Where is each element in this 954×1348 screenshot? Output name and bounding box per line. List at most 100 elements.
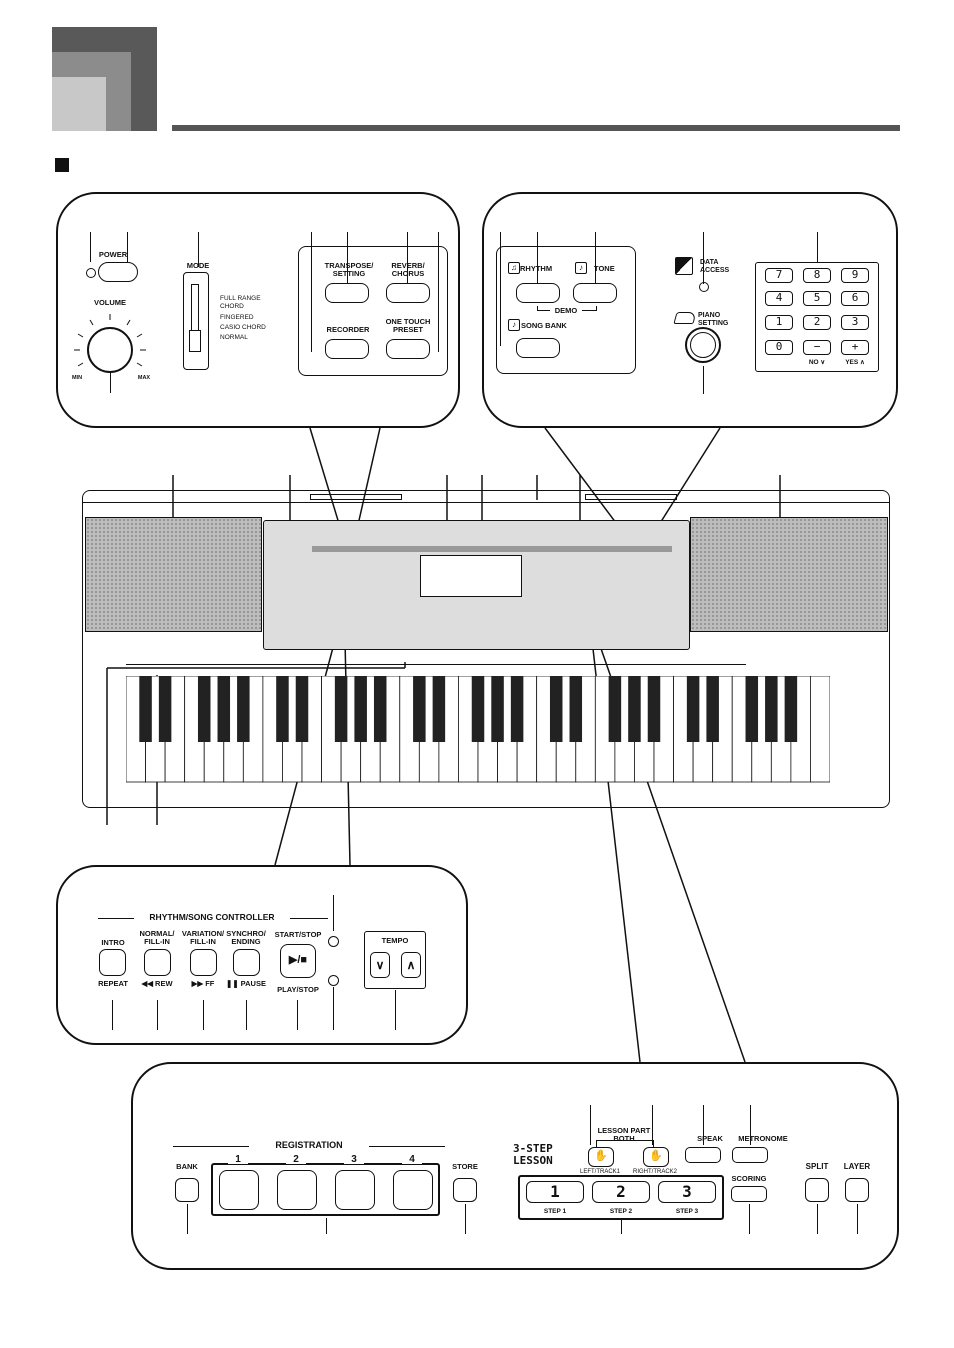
scoring-button[interactable] bbox=[731, 1186, 767, 1202]
keypad-key-minus[interactable]: − bbox=[803, 340, 831, 355]
volume-knob[interactable] bbox=[70, 308, 150, 380]
registration-box bbox=[211, 1163, 440, 1216]
tone-icon: ♪ bbox=[575, 262, 587, 274]
layer-button[interactable] bbox=[845, 1178, 869, 1202]
intro-button[interactable] bbox=[99, 949, 126, 976]
black-key bbox=[432, 676, 446, 742]
repeat-label: REPEAT bbox=[98, 979, 128, 988]
recorder-button[interactable] bbox=[325, 339, 369, 359]
piano-setting-button[interactable] bbox=[685, 327, 721, 363]
top-left-panel bbox=[56, 192, 460, 428]
play-stop-label: PLAY/STOP bbox=[277, 985, 319, 994]
metronome-label: METRONOME bbox=[738, 1134, 788, 1143]
power-button[interactable] bbox=[98, 262, 138, 282]
recorder-label: RECORDER bbox=[326, 325, 370, 334]
step-3-button[interactable]: 3 bbox=[658, 1181, 716, 1203]
start-stop-button[interactable]: ▶/■ bbox=[280, 944, 316, 978]
registration-lesson-panel bbox=[131, 1062, 899, 1270]
registration-button-1[interactable] bbox=[219, 1170, 259, 1210]
tempo-down-button[interactable]: ∨ bbox=[370, 952, 390, 978]
rhythm-led-2 bbox=[328, 975, 339, 986]
rhythm-led-1 bbox=[328, 936, 339, 947]
normal-fill-label: NORMAL/ FILL-IN bbox=[139, 929, 175, 946]
black-key bbox=[276, 676, 289, 742]
black-key bbox=[373, 676, 387, 742]
left-track1-button[interactable]: ✋ bbox=[588, 1147, 614, 1167]
black-key bbox=[765, 676, 778, 742]
keypad-key-5[interactable]: 5 bbox=[803, 291, 831, 306]
keyboard-body bbox=[82, 490, 890, 808]
keypad-key-3[interactable]: 3 bbox=[841, 315, 869, 330]
store-button[interactable] bbox=[453, 1178, 477, 1202]
data-access-led bbox=[699, 282, 709, 292]
registration-button-3[interactable] bbox=[335, 1170, 375, 1210]
variation-fill-button[interactable] bbox=[190, 949, 217, 976]
synchro-ending-button[interactable] bbox=[233, 949, 260, 976]
speaker-right bbox=[690, 517, 888, 632]
keypad-key-plus[interactable]: + bbox=[841, 340, 869, 355]
black-key bbox=[784, 676, 798, 742]
tempo-up-button[interactable]: ∧ bbox=[401, 952, 421, 978]
black-key bbox=[608, 676, 622, 742]
layer-label: LAYER bbox=[843, 1162, 871, 1171]
keypad-key-8[interactable]: 8 bbox=[803, 268, 831, 283]
display-screen bbox=[420, 555, 522, 597]
tempo-box bbox=[364, 931, 426, 989]
black-key bbox=[295, 676, 309, 742]
lesson-part-label: LESSON PART BOTH bbox=[597, 1126, 651, 1143]
speak-label: SPEAK bbox=[697, 1134, 723, 1143]
white-key bbox=[810, 676, 830, 783]
registration-button-4[interactable] bbox=[393, 1170, 433, 1210]
left-track1-label: LEFT/TRACK1 bbox=[579, 1169, 620, 1175]
header-rule bbox=[172, 125, 900, 131]
mode-slider-knob[interactable] bbox=[189, 330, 201, 352]
pause-label: ❚❚ PAUSE bbox=[226, 979, 266, 988]
tone-button[interactable] bbox=[573, 283, 617, 303]
step-2-button[interactable]: 2 bbox=[592, 1181, 650, 1203]
right-track2-label: RIGHT/TRACK2 bbox=[632, 1169, 677, 1175]
normal-fill-button[interactable] bbox=[144, 949, 171, 976]
step-1-button[interactable]: 1 bbox=[526, 1181, 584, 1203]
music-stand-slot-left bbox=[310, 494, 402, 500]
header-block-light bbox=[52, 77, 106, 131]
volume-label: VOLUME bbox=[93, 298, 127, 307]
synchro-ending-label: SYNCHRO/ ENDING bbox=[226, 929, 266, 946]
song-bank-button[interactable] bbox=[516, 338, 560, 358]
mode-label: MODE bbox=[186, 261, 210, 270]
black-key bbox=[647, 676, 661, 742]
transpose-label: TRANSPOSE/ SETTING bbox=[324, 261, 374, 278]
black-key bbox=[628, 676, 641, 742]
keypad-key-7[interactable]: 7 bbox=[765, 268, 793, 283]
split-button[interactable] bbox=[805, 1178, 829, 1202]
mode-option-fingered: FINGERED bbox=[220, 314, 254, 321]
step-2-label: STEP 2 bbox=[609, 1208, 633, 1215]
lesson-part-bracket bbox=[596, 1140, 654, 1147]
song-bank-icon: ♪ bbox=[508, 319, 520, 331]
step-1-label: STEP 1 bbox=[543, 1208, 567, 1215]
one-touch-label: ONE TOUCH PRESET bbox=[385, 317, 431, 334]
piano-icon bbox=[673, 312, 697, 324]
transpose-button[interactable] bbox=[325, 283, 369, 303]
right-track2-button[interactable]: ✋ bbox=[643, 1147, 669, 1167]
black-key bbox=[549, 676, 563, 742]
rhythm-button[interactable] bbox=[516, 283, 560, 303]
piano-keys bbox=[126, 676, 830, 783]
keypad-key-2[interactable]: 2 bbox=[803, 315, 831, 330]
keyboard-top-edge bbox=[82, 502, 890, 503]
black-key bbox=[413, 676, 426, 742]
keypad-key-4[interactable]: 4 bbox=[765, 291, 793, 306]
intro-label: INTRO bbox=[101, 938, 125, 947]
registration-button-2[interactable] bbox=[277, 1170, 317, 1210]
mode-option-casio-chord: CASIO CHORD bbox=[220, 324, 266, 331]
keypad-key-1[interactable]: 1 bbox=[765, 315, 793, 330]
scoring-label: SCORING bbox=[731, 1174, 767, 1183]
reg-number-3: 3 bbox=[344, 1155, 364, 1165]
speak-button[interactable] bbox=[685, 1147, 721, 1163]
keypad-key-0[interactable]: 0 bbox=[765, 340, 793, 355]
keypad-key-6[interactable]: 6 bbox=[841, 291, 869, 306]
bank-button[interactable] bbox=[175, 1178, 199, 1202]
metronome-button[interactable] bbox=[732, 1147, 768, 1163]
keypad-key-9[interactable]: 9 bbox=[841, 268, 869, 283]
reverb-button[interactable] bbox=[386, 283, 430, 303]
one-touch-button[interactable] bbox=[386, 339, 430, 359]
